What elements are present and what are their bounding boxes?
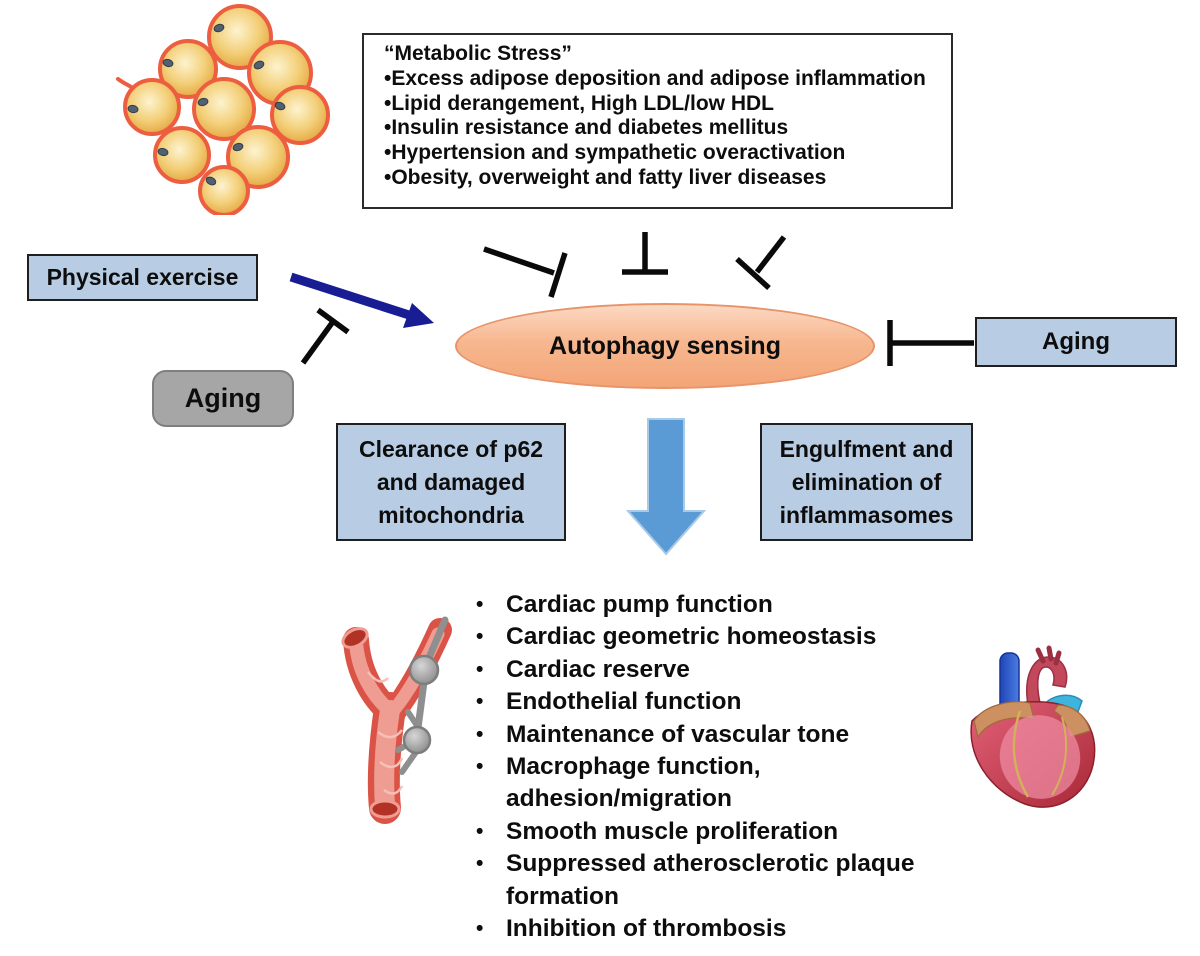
outcome-item: • Maintenance of vascular tone [470,719,990,751]
outcome-text: Cardiac geometric homeostasis [506,623,877,651]
adipose-cell-group [123,4,330,215]
autophagy-sensing-ellipse: Autophagy sensing [455,303,875,389]
bullet-marker: • [476,722,484,746]
heart-illustration [970,645,1096,808]
bullet-marker: • [476,690,484,714]
outcome-text: Macrophage function, adhesion/migration [506,753,761,813]
outcome-text: Cardiac pump function [506,591,773,618]
metabolic-inhibitor-left [483,246,568,298]
outcome-item: • Cardiac geometric homeostasis [470,621,990,653]
outcome-item: • Smooth muscle proliferation [470,816,990,848]
aging-right-box: Aging [975,317,1177,367]
autophagy-sensing-label: Autophagy sensing [549,331,781,360]
metabolic-stress-item: •Insulin resistance and diabetes mellitu… [384,116,789,140]
metabolic-stress-box: “Metabolic Stress” •Excess adipose depos… [362,33,953,209]
physical-exercise-box: Physical exercise [27,254,258,301]
outcomes-list: • Cardiac pump function • Cardiac geomet… [470,589,990,945]
metabolic-stress-item: •Hypertension and sympathetic overactiva… [384,141,846,165]
metabolic-stress-item: •Excess adipose deposition and adipose i… [384,66,926,90]
outcome-item: • Cardiac reserve [470,654,990,686]
aging-left-box: Aging [152,370,294,427]
outcome-item: • Suppressed atherosclerotic plaque form… [470,848,990,913]
outcome-text: Endothelial function [506,688,742,716]
aging-left-inhibitor [300,307,350,365]
physical-exercise-label: Physical exercise [46,264,239,290]
adipose-cell-nuclei [127,23,286,186]
clearance-box: Clearance of p62 and damaged mitochondri… [336,423,566,541]
metabolic-inhibitor-middle [622,232,668,275]
bullet-marker: • [476,657,484,681]
bullet-marker: • [476,917,484,941]
metabolic-stress-item: •Obesity, overweight and fatty liver dis… [384,165,827,189]
aging-left-label: Aging [184,383,262,413]
engulfment-box-text: Engulfment and elimination of inflammaso… [779,435,954,528]
heart-body [970,700,1096,808]
blood-vessel-illustration [341,616,452,824]
bullet-marker: • [476,852,484,876]
clearance-box-text: Clearance of p62 and damaged mitochondri… [358,435,544,528]
outcome-text: Inhibition of thrombosis [506,915,787,943]
engulfment-box: Engulfment and elimination of inflammaso… [760,423,973,541]
metabolic-inhibitor-right [735,235,787,291]
metabolic-stress-items: •Excess adipose deposition and adipose i… [384,67,945,191]
heart-vessels [999,645,1083,719]
aging-right-inhibitor [887,320,974,366]
outcome-text: Maintenance of vascular tone [506,720,850,748]
outcome-item: • Inhibition of thrombosis [470,913,990,945]
vessel-branches [341,618,452,824]
outcome-item: • Endothelial function [470,686,990,718]
metabolic-stress-item: •Lipid derangement, High LDL/low HDL [384,91,775,115]
autophagy-down-arrow [625,418,707,556]
metabolic-stress-title: “Metabolic Stress” [384,42,572,65]
aging-right-label: Aging [1042,328,1110,355]
outcome-item: • Macrophage function, adhesion/migratio… [470,751,990,816]
adipose-cells-illustration [116,4,330,215]
vessel-nerve-structures [395,616,449,775]
bullet-marker: • [476,625,484,649]
bullet-marker: • [476,593,484,616]
outcome-text: Suppressed atherosclerotic plaque format… [506,850,915,910]
bullet-marker: • [476,755,484,779]
outcome-text: Cardiac reserve [506,655,690,683]
bullet-marker: • [476,819,484,843]
outcome-item: • Cardiac pump function [470,589,990,621]
physical-exercise-arrow [289,272,434,328]
outcome-text: Smooth muscle proliferation [506,817,839,845]
